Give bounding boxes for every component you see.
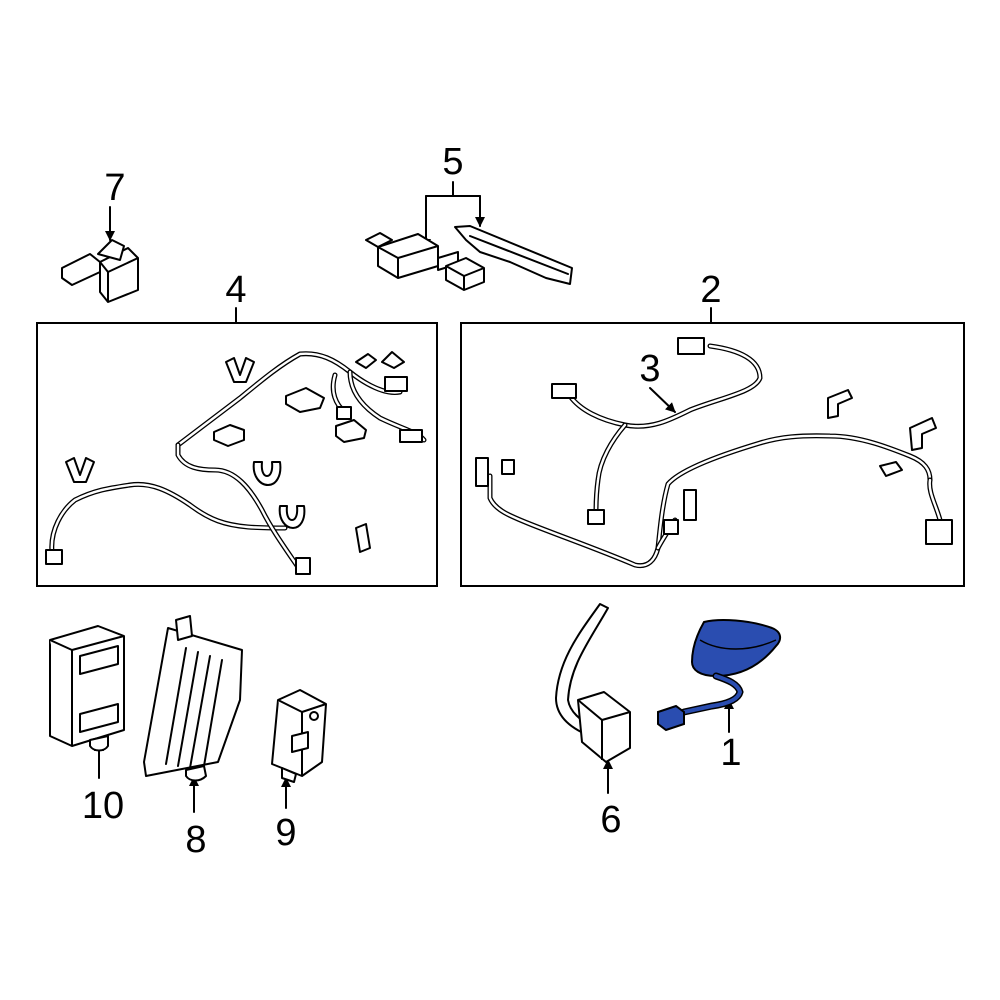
part-7-sensor[interactable] — [61, 239, 139, 303]
group-box-4 — [36, 322, 438, 587]
part-8-bracket[interactable] — [143, 615, 243, 782]
part-5-module[interactable] — [365, 225, 573, 291]
callout-7[interactable]: 7 — [104, 167, 125, 209]
part-10-module[interactable] — [49, 625, 125, 752]
part-9-sensor[interactable] — [271, 689, 327, 783]
part-2-harness[interactable] — [475, 389, 953, 569]
part-4-harness[interactable] — [45, 351, 427, 575]
group-box-2 — [460, 322, 965, 587]
callout-1[interactable]: 1 — [720, 732, 741, 774]
part-1-antenna[interactable] — [657, 619, 782, 732]
callout-10[interactable]: 10 — [82, 785, 124, 827]
callout-2[interactable]: 2 — [700, 269, 721, 311]
part-6-antenna-cable[interactable] — [555, 603, 631, 763]
callout-9[interactable]: 9 — [275, 812, 296, 854]
callout-8[interactable]: 8 — [185, 819, 206, 861]
callout-5[interactable]: 5 — [442, 141, 463, 183]
callout-3[interactable]: 3 — [639, 348, 660, 390]
part-3-sub-harness[interactable] — [551, 337, 763, 525]
callout-4[interactable]: 4 — [225, 269, 246, 311]
callout-6[interactable]: 6 — [600, 799, 621, 841]
